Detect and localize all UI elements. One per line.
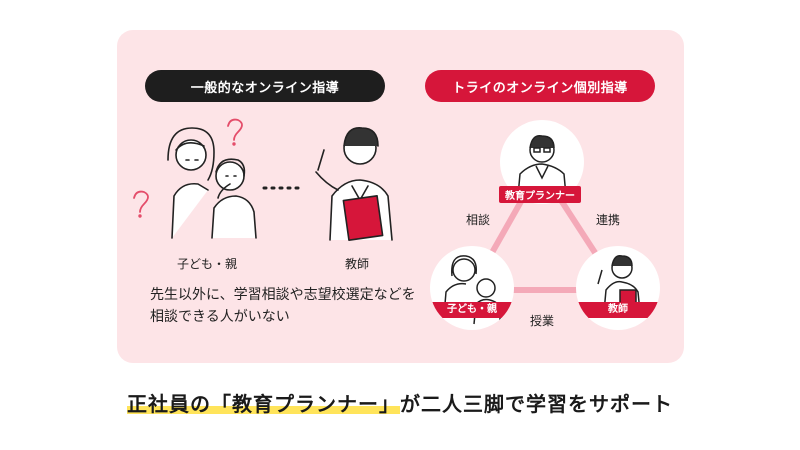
left-student-label: 子ども・親	[177, 255, 237, 272]
child-figure-icon	[212, 159, 256, 238]
caption-rest: が二人三脚で学習をサポート	[400, 392, 673, 416]
teacher-circle: 教師	[576, 246, 660, 330]
edge-cooperate-label: 連携	[596, 211, 620, 228]
caption-highlight: 正社員の「教育プランナー」	[127, 392, 400, 416]
planner-label: 教育プランナー	[499, 186, 581, 203]
left-teacher-label: 教師	[345, 255, 369, 272]
folder-icon	[343, 196, 382, 240]
parent-figure-icon	[168, 128, 214, 238]
student-circle-label: 子ども・親	[430, 302, 514, 318]
bottom-caption: 正社員の「教育プランナー」が二人三脚で学習をサポート	[0, 388, 800, 417]
student-circle: 子ども・親	[430, 246, 514, 330]
edge-consult-label: 相談	[466, 211, 490, 228]
left-description: 先生以外に、学習相談や志望校選定などを相談できる人がいない	[150, 284, 420, 328]
edge-lesson-label: 授業	[530, 312, 554, 329]
teacher-circle-label: 教師	[576, 302, 660, 318]
